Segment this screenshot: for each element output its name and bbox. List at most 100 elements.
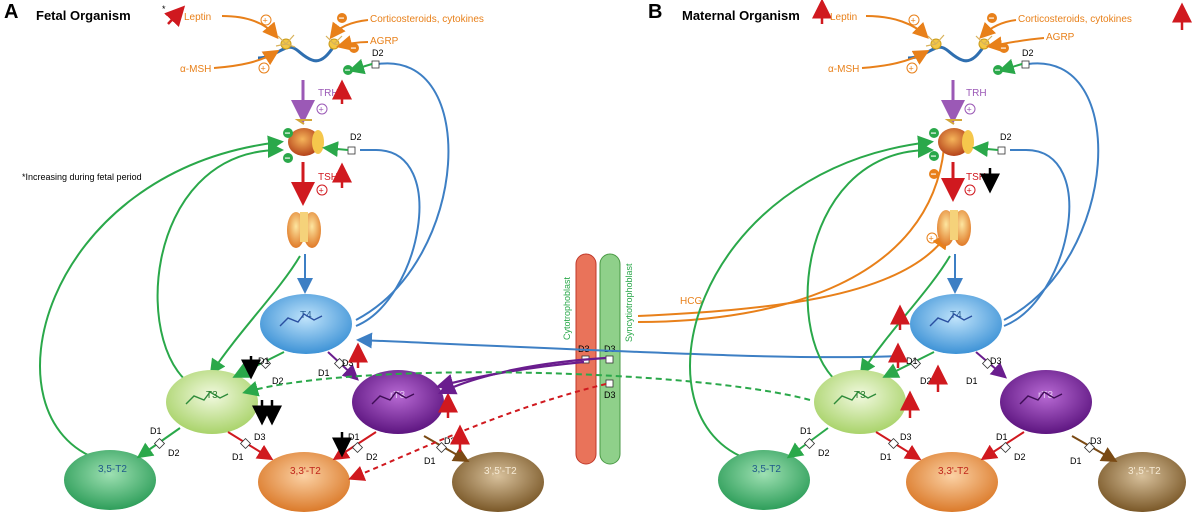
d3-label: D3 — [604, 390, 616, 400]
d2-marker — [347, 146, 356, 155]
maternal-agrp-arrow — [986, 36, 1045, 53]
d1-label: D1 — [906, 356, 918, 366]
fetal-t2-33-label: 3,3'-T2 — [290, 466, 321, 477]
panel-fetal: A Fetal Organism *Increasing during feta… — [4, 1, 544, 512]
maternal-t3-label: T3 — [854, 390, 866, 401]
d2-label: D2 — [818, 448, 830, 458]
d3-label: D3 — [604, 344, 616, 354]
maternal-t2-35p-label: 3',5'-T2 — [1128, 466, 1161, 477]
d2-label: D2 — [168, 448, 180, 458]
molecule-icon — [1019, 391, 1063, 405]
maternal-amsh-label: α-MSH — [828, 64, 859, 75]
d1-label: D1 — [258, 356, 270, 366]
maternal-t2-33-node — [906, 452, 998, 512]
minus-icon: − — [989, 14, 995, 25]
panel-b-title: Maternal Organism — [682, 8, 800, 23]
maternal-tsh-label: TSH — [966, 172, 986, 183]
d1-label: D1 — [800, 426, 812, 436]
pituitary-gland-icon — [938, 119, 974, 156]
fetal-t4-node — [260, 294, 352, 354]
plus-icon: + — [929, 234, 934, 244]
syncytiotrophoblast-label: Syncytiotrophoblast — [624, 263, 634, 342]
d2-label: D2 — [372, 48, 384, 58]
fetal-amsh-arrow — [213, 49, 280, 69]
maternal-amsh-arrow — [861, 50, 930, 69]
fetal-leptin-label: Leptin — [184, 12, 211, 23]
maternal-trh-label: TRH — [966, 88, 987, 99]
placental-rt3-arrow-2 — [435, 360, 585, 392]
minus-icon: − — [351, 44, 357, 55]
maternal-agrp-label: AGRP — [1046, 32, 1075, 43]
panel-a-title: Fetal Organism — [36, 8, 131, 23]
plus-icon: + — [261, 64, 266, 74]
maternal-t2-35p-node — [1098, 452, 1186, 512]
panel-maternal: B Maternal Organism Leptin + α-MSH + Cor… — [648, 0, 1192, 512]
d2-label: D2 — [1000, 132, 1012, 142]
d2-label: D2 — [350, 132, 362, 142]
d3-label: D3 — [444, 436, 456, 446]
maternal-t3-transfer-arrow — [242, 371, 811, 401]
maternal-t2-35-label: 3,5-T2 — [752, 464, 781, 475]
d2-label: D2 — [1022, 48, 1034, 58]
leptin-up-arrow-icon — [164, 5, 186, 27]
hypothalamus-neuron-icon — [907, 34, 995, 63]
maternal-t2-35-node — [718, 450, 810, 510]
fetal-t2-35-node — [64, 450, 156, 510]
minus-icon: − — [995, 66, 1001, 77]
maternal-leptin-label: Leptin — [830, 12, 857, 23]
d3-label: D3 — [1090, 436, 1102, 446]
plus-icon: + — [263, 16, 268, 26]
d1-label: D1 — [318, 368, 330, 378]
minus-icon: − — [285, 154, 291, 165]
t2-feedback-arrow — [39, 135, 284, 461]
d1-label: D1 — [996, 432, 1008, 442]
maternal-cortico-arrow — [979, 19, 1017, 39]
placental-t2-arrow — [348, 383, 607, 481]
minus-icon: − — [345, 66, 351, 77]
t4-to-pituitary-feedback — [355, 149, 421, 327]
minus-icon: − — [285, 129, 291, 140]
panel-b-letter: B — [648, 1, 662, 23]
hypothalamus-neuron-icon — [257, 34, 345, 63]
thyroid-gland-icon — [287, 212, 321, 248]
d3-label: D3 — [990, 356, 1002, 366]
maternal-t4-node — [910, 294, 1002, 354]
placenta: Cytotrophoblast Syncytiotrophoblast D3 D… — [242, 147, 949, 481]
minus-icon: − — [931, 170, 937, 181]
fetal-t2-35p-node — [452, 452, 544, 512]
d3-label: D3 — [900, 432, 912, 442]
hcg-to-pituitary-arrow — [637, 147, 945, 323]
panel-a-letter: A — [4, 1, 18, 23]
molecule-icon — [371, 391, 415, 405]
hcg-label: HCG — [680, 296, 702, 307]
plus-icon: + — [967, 105, 972, 115]
molecule-icon — [833, 391, 877, 405]
d1-label: D1 — [232, 452, 244, 462]
minus-icon: − — [931, 129, 937, 140]
d3-label: D3 — [342, 358, 354, 368]
pituitary-gland-icon — [288, 119, 324, 156]
fetal-rt3-node — [352, 370, 444, 434]
fetal-trh-label: TRH — [318, 88, 339, 99]
d1-label: D1 — [150, 426, 162, 436]
d2-label: D2 — [272, 376, 284, 386]
plus-icon: + — [911, 16, 916, 26]
d2-label: D2 — [366, 452, 378, 462]
d2-marker — [371, 60, 380, 69]
maternal-t4-transfer-arrow — [356, 332, 901, 359]
maternal-rt3-label: rT3 — [1038, 390, 1053, 401]
plus-icon: + — [319, 105, 324, 115]
thyroid-gland-icon — [937, 210, 971, 246]
fetal-t2-35p-label: 3',5'-T2 — [484, 466, 517, 477]
d1-label: D1 — [966, 376, 978, 386]
molecule-icon — [279, 313, 323, 327]
d2-label: D2 — [1014, 452, 1026, 462]
maternal-corticosteroids-label: Corticosteroids, cytokines — [1018, 14, 1132, 25]
d3-label: D3 — [254, 432, 266, 442]
fetal-t3-label: T3 — [206, 390, 218, 401]
minus-icon: − — [339, 14, 345, 25]
fetal-cortico-arrow — [329, 19, 369, 40]
t4-to-hypothalamus-feedback — [1003, 62, 1100, 321]
t3-feed-arrow — [209, 255, 301, 376]
